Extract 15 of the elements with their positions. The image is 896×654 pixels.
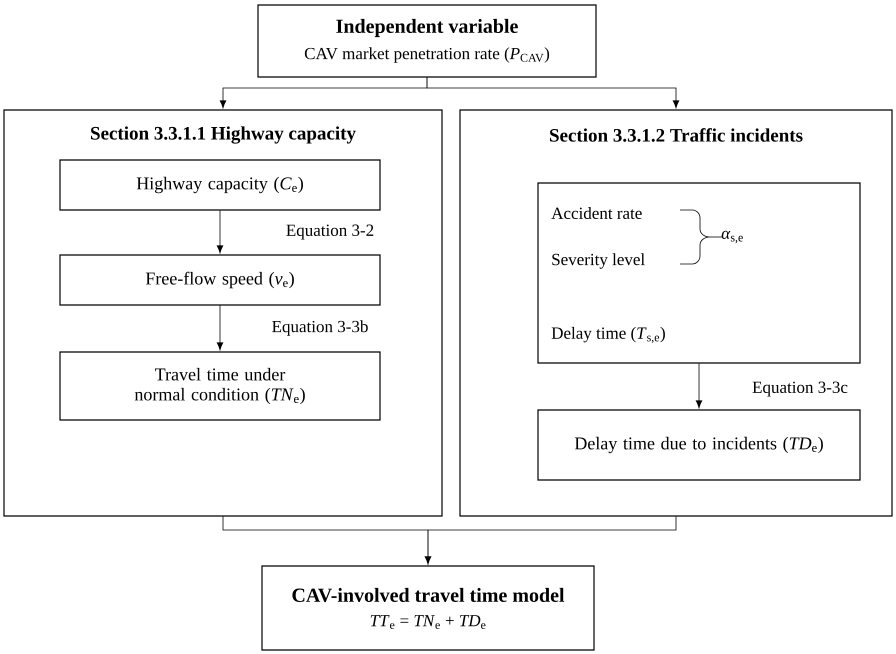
arrow <box>216 305 224 350</box>
process-box: Highway capacity (C$_{e}$) <box>59 159 381 211</box>
input-box: Accident rate Severity level α$_{s,e}$ Delay time (T$_{s,e}$) <box>537 182 861 364</box>
edge-label: Equation 3-3c <box>751 380 849 398</box>
process-box: Travel time under normal condition (TN$_{e}$) <box>59 351 381 421</box>
arrow <box>216 210 224 254</box>
arrow <box>426 77 680 108</box>
edge-label: Equation 3-2 <box>284 224 376 240</box>
process-box: Independent variable CAV market penetration rate (P$_{CAV}$) <box>257 4 597 78</box>
process-box: Free-flow speed (v$_{e}$) <box>59 254 381 306</box>
process-box: Delay time due to incidents (TD$_{e}$) <box>537 409 861 481</box>
arrow <box>424 516 676 564</box>
edge-label: Equation 3-3b <box>270 319 370 337</box>
arrow <box>696 363 702 408</box>
process-box: CAV-involved travel time model TT$_{e}$ = TN$_{e}$ + TD$_{e}$ <box>261 565 595 651</box>
